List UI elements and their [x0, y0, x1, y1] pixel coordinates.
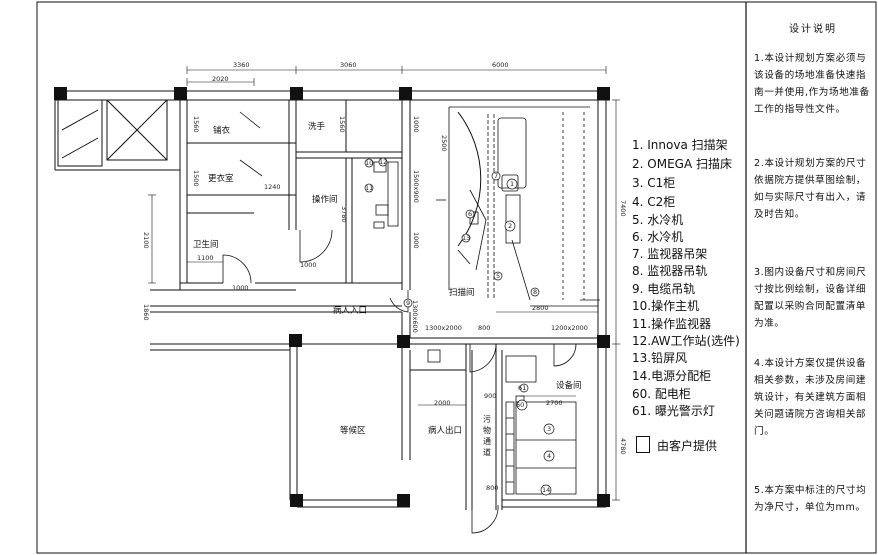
dim-1200x2000: 1200x2000 — [551, 324, 588, 332]
dim-1300x600: 1300x600 — [411, 300, 419, 333]
columns — [54, 87, 610, 507]
marker-3: 3 — [547, 425, 552, 433]
dim-1000-c: 1000 — [412, 116, 420, 133]
room-label-changing1: 铺衣 — [213, 126, 231, 136]
dim-3360: 3360 — [233, 61, 250, 69]
dim-2800: 2800 — [532, 304, 549, 312]
equipment-item-13: 13.铅屏风 — [632, 351, 688, 365]
marker-11: 11 — [365, 184, 374, 192]
design-note-1: 1.本设计规划方案必须与该设备的场地准备快速指南一并使用,作为场地准备工作的指导… — [754, 53, 870, 115]
equipment-item-6: 6. 水冷机 — [632, 230, 684, 244]
doors — [222, 111, 600, 534]
dim-1560-b: 1560 — [338, 116, 346, 133]
dim-2100: 2100 — [142, 232, 150, 249]
dim-800-a: 800 — [478, 324, 491, 332]
scan-equipment — [436, 106, 598, 307]
marker-61: 61 — [518, 384, 527, 392]
legend-label: 由客户提供 — [657, 439, 718, 453]
marker-4: 4 — [547, 452, 552, 460]
design-note-2: 2.本设计规划方案的尺寸依据院方提供草图绘制，如与实际尺寸有出入，请及时告知。 — [754, 158, 867, 220]
equipment-item-7: 7. 监视器吊架 — [632, 247, 708, 261]
dim-2020: 2020 — [212, 75, 229, 83]
marker-9: 9 — [406, 299, 411, 307]
dim-1500: 1500 — [192, 170, 200, 187]
equipment-item-61: 61. 曝光警示灯 — [632, 404, 715, 418]
equipment-item-1: 1. Innova 扫描架 — [632, 138, 728, 152]
dim-2700: 2700 — [546, 399, 563, 407]
dim-2500: 2500 — [440, 135, 448, 152]
equipment-item-9: 9. 电缆吊轨 — [632, 282, 696, 296]
room-label-patient-exit: 病人出口 — [428, 426, 463, 436]
equipment-item-14: 14.电源分配柜 — [632, 369, 712, 383]
dim-3060: 3060 — [340, 61, 357, 69]
operation-consoles — [373, 161, 399, 229]
equipment-item-2: 2. OMEGA 扫描床 — [632, 157, 732, 171]
dim-800-b: 800 — [486, 484, 499, 492]
dim-4780: 4780 — [619, 438, 627, 455]
marker-8: 8 — [533, 288, 538, 296]
marker-1: 1 — [510, 180, 515, 188]
dim-7400: 7400 — [619, 200, 627, 217]
room-label-operation: 操作间 — [312, 195, 338, 205]
equipment-markers — [364, 157, 555, 496]
marker-5: 5 — [496, 272, 501, 280]
dim-900: 900 — [484, 392, 497, 400]
equipment-item-3: 3. C1柜 — [632, 176, 676, 190]
marker-12: 12 — [379, 158, 388, 166]
room-label-toilet: 卫生间 — [193, 240, 219, 250]
marker-2: 2 — [508, 222, 513, 230]
dim-1100: 1100 — [197, 254, 214, 262]
marker-60: 60 — [516, 401, 525, 409]
dim-1860: 1860 — [142, 304, 150, 321]
room-label-dirty-passage: 污物通道 — [483, 415, 491, 457]
sheet-frame — [36, 1, 877, 554]
dim-1560-a: 1560 — [192, 116, 200, 133]
dim-1500x900: 1500x900 — [412, 170, 420, 203]
room-label-patient-entry: 病人入口 — [333, 306, 368, 316]
design-note-5: 5.本方案中标注的尺寸均为净尺寸，单位为mm。 — [754, 485, 867, 513]
equipment-item-5: 5. 水冷机 — [632, 213, 684, 227]
marker-7: 7 — [494, 172, 499, 180]
dim-1000-b: 1000 — [300, 261, 317, 269]
marker-10: 10 — [365, 159, 374, 167]
dim-1000-d: 1000 — [412, 232, 420, 249]
dim-1000-a: 1000 — [232, 284, 249, 292]
legend-swatch — [636, 436, 650, 453]
equipment-item-60: 60. 配电柜 — [632, 387, 691, 401]
marker-13: 13 — [462, 234, 471, 242]
room-label-equipment: 设备间 — [556, 381, 582, 391]
dim-6000: 6000 — [492, 61, 509, 69]
room-label-scan: 扫描间 — [449, 288, 475, 298]
design-notes-title: 设计说明 — [789, 24, 837, 35]
dimension-lines — [148, 66, 620, 501]
equipment-item-8: 8. 监视器吊轨 — [632, 264, 708, 278]
marker-14: 14 — [542, 486, 551, 494]
room-label-changing2: 更衣室 — [208, 174, 234, 184]
room-label-waiting: 等候区 — [340, 426, 366, 436]
room-label-wash: 洗手 — [308, 122, 326, 132]
marker-6: 6 — [468, 210, 473, 218]
dim-3780: 3780 — [340, 206, 348, 223]
equipment-item-10: 10.操作主机 — [632, 299, 700, 313]
dim-2000: 2000 — [434, 399, 451, 407]
dim-1240: 1240 — [264, 183, 281, 191]
design-notes-panel: 设计说明 1.本设计规划方案必须与该设备的场地准备快速指南一并使用,作为场地准备… — [748, 0, 878, 555]
dim-1300x2000: 1300x2000 — [425, 324, 462, 332]
design-note-3: 3.图内设备尺寸和房间尺寸按比例绘制，设备详细配置以采购合同配置清单为准。 — [754, 267, 867, 329]
design-note-4: 4.本设计方案仅提供设备相关参数，未涉及房间建筑设计，有关建筑方面相关问题请院方… — [754, 358, 867, 437]
walls — [54, 90, 610, 510]
equipment-item-4: 4. C2柜 — [632, 195, 676, 209]
equipment-item-11: 11.操作监视器 — [632, 317, 712, 331]
equipment-item-12: 12.AW工作站(选件) — [632, 334, 740, 348]
